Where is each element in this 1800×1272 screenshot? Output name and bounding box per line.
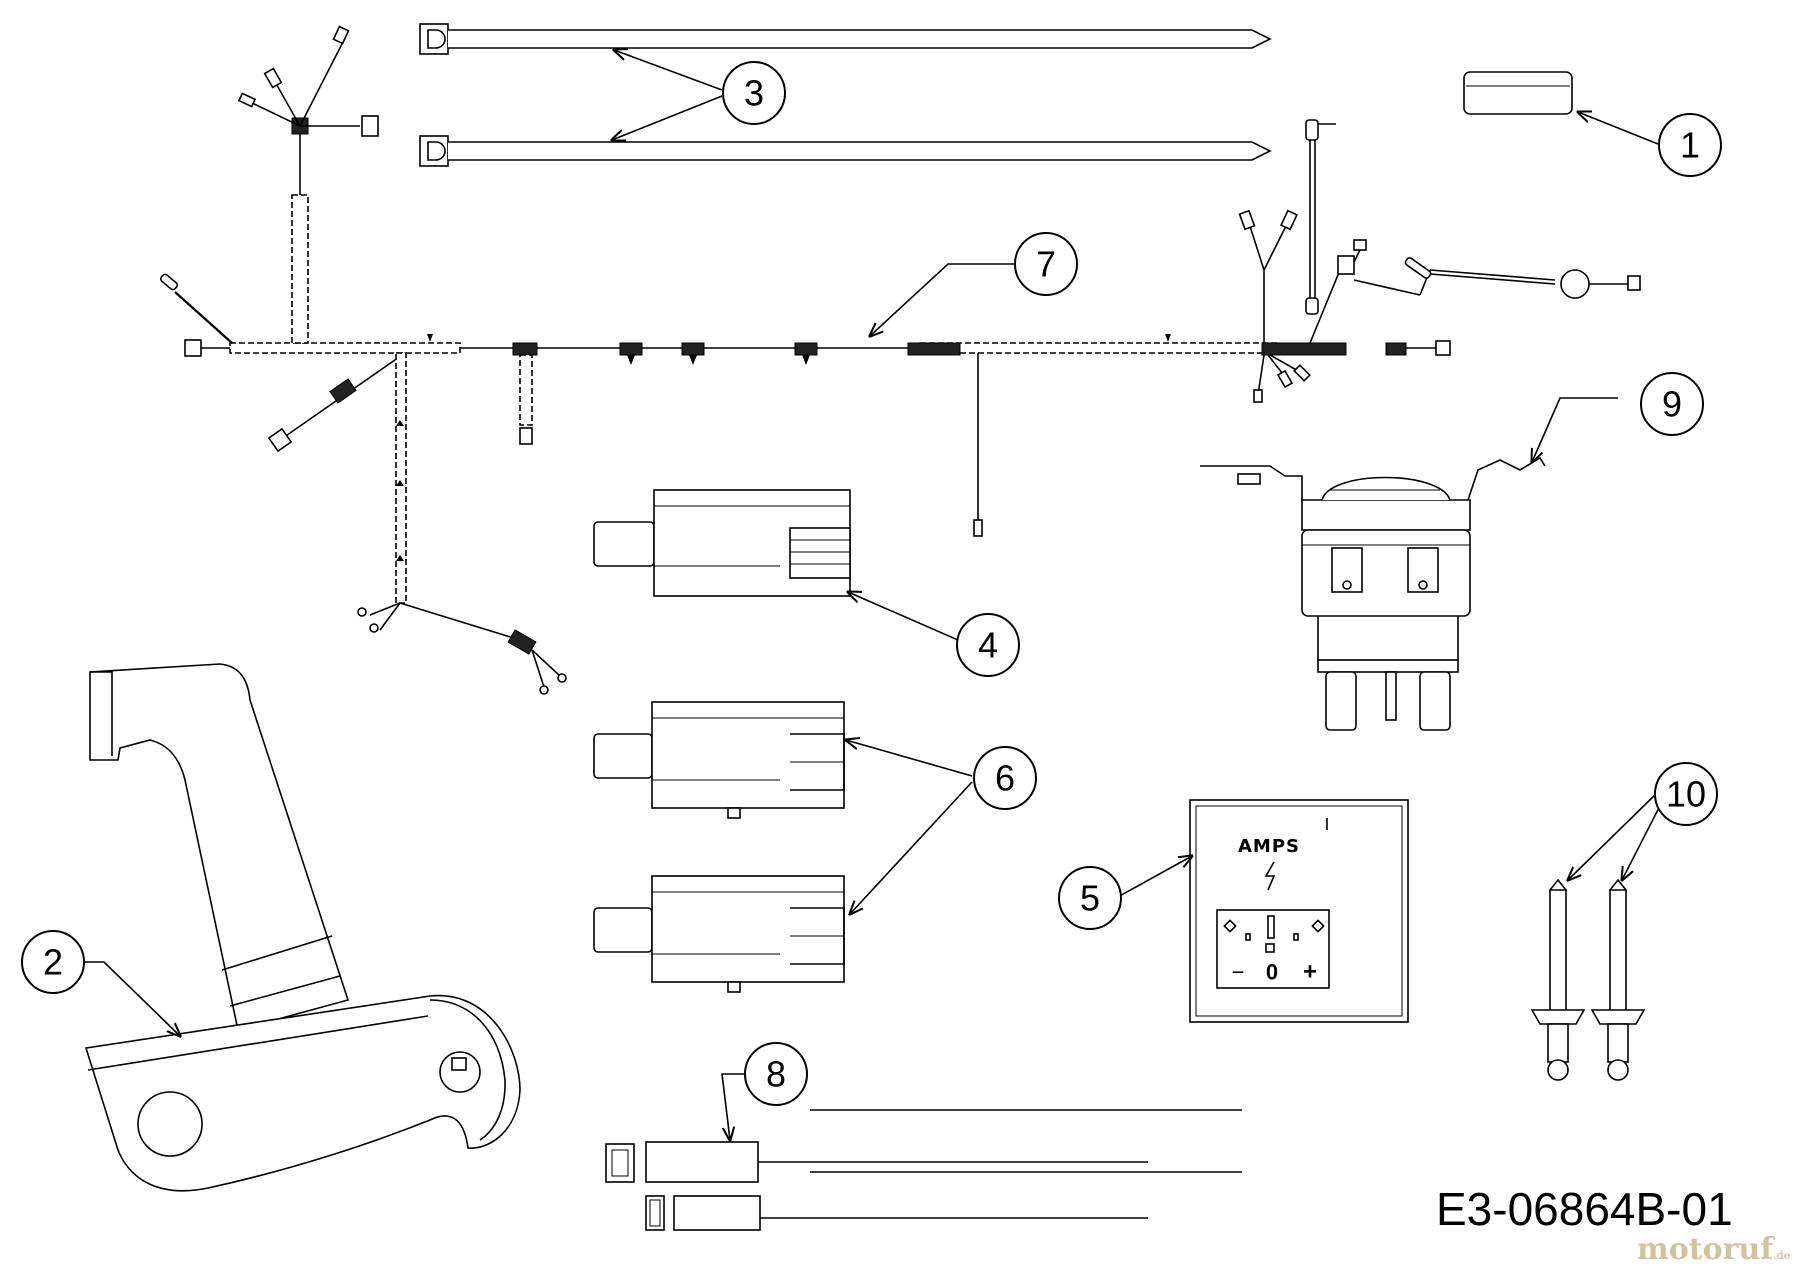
leader-lines: [84, 50, 1665, 1140]
callout-1-label: 1: [1680, 125, 1700, 166]
part-2-lever: [84, 663, 521, 1192]
callout-10-label: 10: [1666, 774, 1706, 815]
callout-7: 7: [1014, 232, 1078, 296]
part-10-rivets: [1530, 878, 1646, 1081]
part-6-switches: [593, 701, 845, 993]
part-7-wire-harness: [159, 25, 1641, 695]
diagram-code: E3-06864B-01: [1436, 1183, 1733, 1235]
callout-9-label: 9: [1662, 384, 1682, 425]
part-8-terminals: [605, 1109, 1242, 1231]
callout-4: 4: [956, 613, 1020, 677]
callout-10: 10: [1654, 762, 1718, 826]
callout-5: 5: [1058, 866, 1122, 930]
watermark: motoruf.de: [1637, 1232, 1790, 1267]
callout-1: 1: [1658, 113, 1722, 177]
callout-4-label: 4: [978, 625, 998, 666]
callout-2: 2: [21, 930, 85, 994]
callout-7-label: 7: [1036, 244, 1056, 285]
lightning-icon: [1264, 861, 1276, 891]
callout-6-label: 6: [995, 758, 1015, 799]
part-9-solenoid: [1200, 456, 1546, 731]
part-5-ammeter: AMPS − 0 +: [1189, 799, 1409, 1023]
meter-minus-symbol: −: [1232, 960, 1245, 985]
callout-8: 8: [744, 1042, 808, 1106]
callout-9: 9: [1640, 372, 1704, 436]
watermark-name: motoruf: [1637, 1232, 1774, 1267]
callout-6: 6: [973, 746, 1037, 810]
callout-3: 3: [722, 61, 786, 125]
callout-2-label: 2: [43, 942, 63, 983]
callout-8-label: 8: [766, 1054, 786, 1095]
meter-zero-symbol: 0: [1266, 960, 1278, 985]
meter-plus-symbol: +: [1303, 959, 1317, 986]
part-3-cable-ties: [419, 23, 1272, 167]
meter-label: AMPS: [1238, 836, 1300, 857]
part-1-pad: [1463, 71, 1573, 115]
callout-5-label: 5: [1080, 878, 1100, 919]
callout-3-label: 3: [744, 73, 764, 114]
part-4-switch: [593, 489, 851, 597]
watermark-suffix: .de: [1773, 1249, 1791, 1262]
